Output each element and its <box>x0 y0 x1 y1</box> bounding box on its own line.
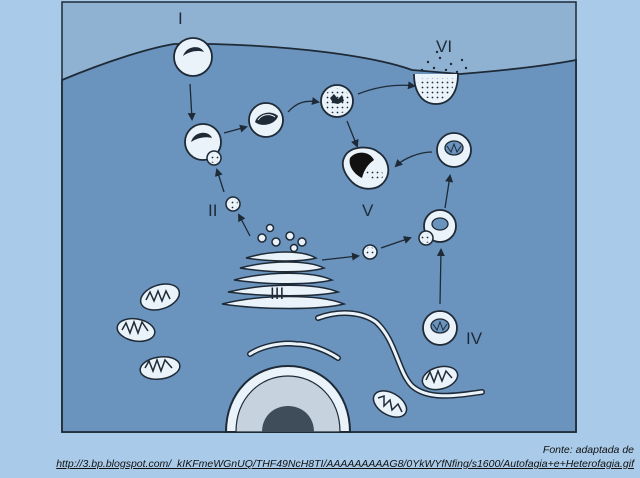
endocytic-vesicle <box>173 37 213 77</box>
arrow-to-V <box>346 120 359 148</box>
label-IV: IV <box>466 329 483 348</box>
source-caption: Fonte: adaptada de http://3.bp.blogspot.… <box>56 443 634 471</box>
primary-lysosome-left <box>225 196 241 212</box>
arrow-to-V-right <box>394 151 433 168</box>
arrow-to-residual <box>287 97 320 113</box>
nucleus <box>224 340 352 433</box>
mitochondrion <box>139 283 181 311</box>
residual-body <box>320 84 354 118</box>
arrow-to-exocytosis <box>357 81 416 95</box>
mitochondrion <box>139 356 181 380</box>
mitochondrion <box>116 317 156 343</box>
label-VI: VI <box>436 37 452 56</box>
autophagic-residue <box>341 146 390 190</box>
arrow-IV-up <box>436 248 445 305</box>
autophagolysosome <box>436 132 472 168</box>
autophagosome <box>422 310 458 346</box>
arrow-to-vacuole <box>223 124 248 134</box>
label-III: III <box>270 284 284 303</box>
phagosome-fusion <box>184 123 222 166</box>
exocytosis-vesicle <box>413 50 468 105</box>
arrow-lysosome-right <box>380 236 412 249</box>
label-V: V <box>362 201 374 220</box>
mitochondrion <box>421 365 459 391</box>
arrow-golgi-up <box>238 213 251 237</box>
autophagosome-fusion <box>418 209 457 246</box>
label-II: II <box>208 201 217 220</box>
secondary-lysosome <box>248 102 284 138</box>
arrow-I-down <box>187 83 196 121</box>
arrow-up-to-autophagolysosome <box>444 174 454 209</box>
arrow-II-up <box>215 168 225 193</box>
golgi-apparatus <box>221 223 347 310</box>
caption-source: Fonte: adaptada de <box>542 444 634 456</box>
caption-url[interactable]: http://3.bp.blogspot.com/_kIKFmeWGnUQ/TH… <box>56 458 634 470</box>
label-I: I <box>178 9 183 28</box>
arrow-golgi-right <box>321 252 360 261</box>
mitochondrion <box>372 390 408 418</box>
primary-lysosome-right <box>362 244 378 260</box>
